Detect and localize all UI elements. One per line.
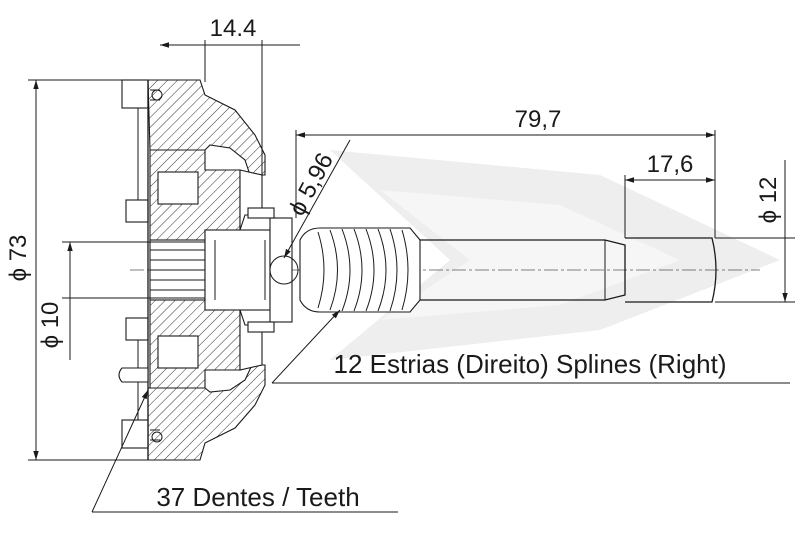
flange-depth-label: 14.4 xyxy=(210,15,257,42)
dim-tip-length: 17,6 xyxy=(624,151,715,238)
splines-label: 12 Estrias (Direito) Splines (Right) xyxy=(333,349,726,379)
overall-length-label: 79,7 xyxy=(515,106,562,133)
ball-diameter-label: ϕ 5,96 xyxy=(284,149,339,221)
dim-outer-diameter: ϕ 73 xyxy=(5,79,148,461)
dim-bore-diameter: ϕ 10 xyxy=(37,241,205,360)
dim-shaft-diameter: ϕ 12 xyxy=(715,160,795,303)
dim-flange-depth: 14.4 xyxy=(160,15,300,175)
shaft-diameter-label: ϕ 12 xyxy=(755,177,782,224)
splines-annotation: 12 Estrias (Direito) Splines (Right) xyxy=(271,309,790,384)
pinion-gear xyxy=(299,227,421,313)
teeth-annotation: 37 Dentes / Teeth xyxy=(91,389,398,513)
outer-diameter-label: ϕ 73 xyxy=(5,235,32,282)
tip-length-label: 17,6 xyxy=(647,151,694,178)
bore-assembly xyxy=(204,207,299,333)
dim-overall-length: 79,7 xyxy=(295,106,716,238)
bore-diameter-label: ϕ 10 xyxy=(37,302,64,349)
shaft xyxy=(420,237,717,303)
teeth-label: 37 Dentes / Teeth xyxy=(156,482,359,512)
